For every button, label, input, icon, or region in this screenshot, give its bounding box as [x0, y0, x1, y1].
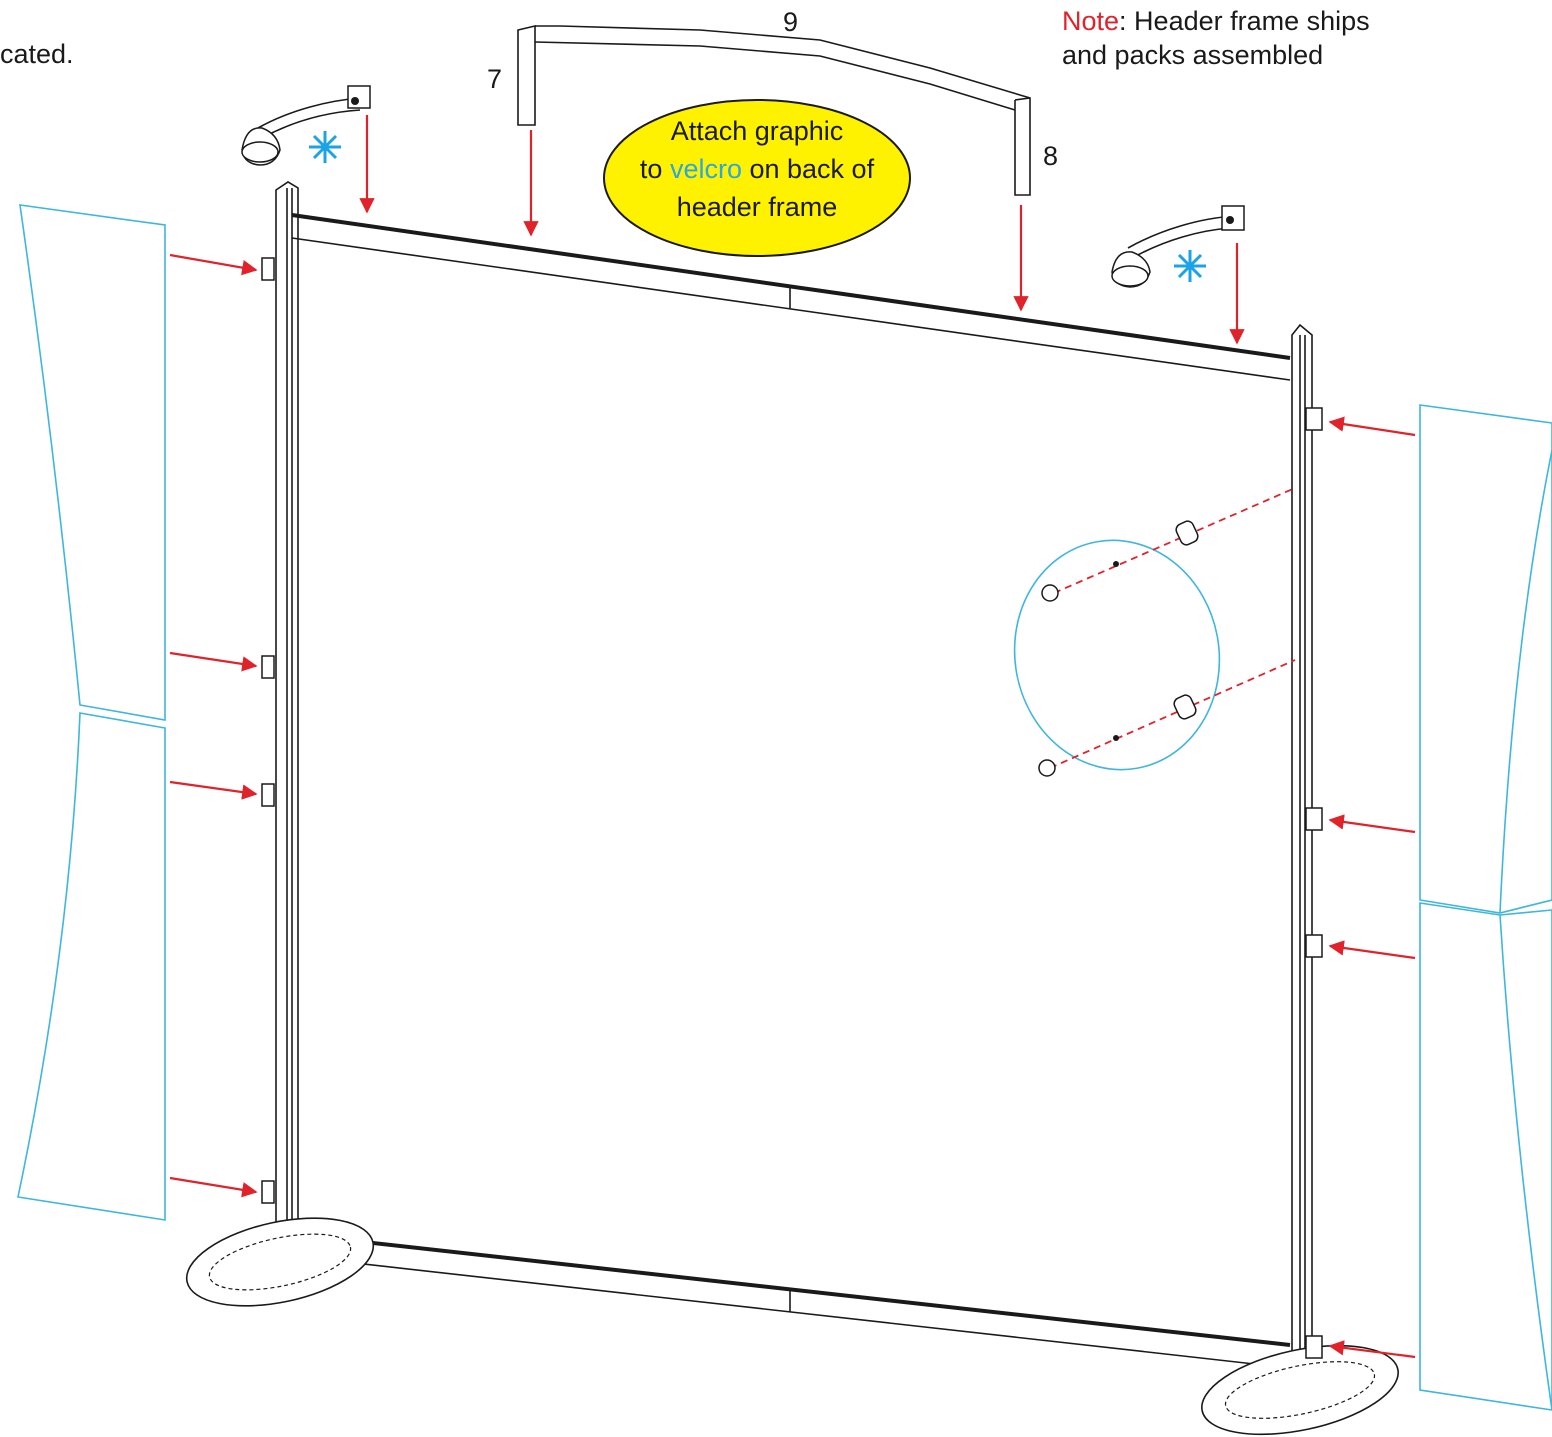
part-label-7: 7 — [487, 64, 502, 94]
note-prefix: Note — [1062, 6, 1119, 36]
asterisk-icon — [1174, 250, 1206, 282]
callout-velcro: Attach graphic to velcro on back of head… — [603, 99, 911, 257]
callout-line-3: header frame — [677, 192, 838, 222]
main-frame — [185, 181, 1399, 1436]
header-frame — [517, 24, 1031, 196]
callout-line-1: Attach graphic — [671, 116, 844, 146]
callout-line-2-post: on back of — [742, 154, 875, 184]
note-line-2: and packs assembled — [1062, 40, 1323, 70]
note-line-1-rest: : Header frame ships — [1119, 6, 1370, 36]
top-left-text-fragment: cated. — [0, 39, 74, 69]
assembly-arrows — [169, 115, 1416, 1359]
note-line-1: Note: Header frame ships — [1062, 6, 1370, 36]
callout-line-2: to velcro on back of — [640, 154, 875, 184]
left-graphic-panels — [17, 204, 166, 1221]
asterisk-icon — [309, 131, 341, 163]
right-graphic-panels — [1419, 404, 1552, 1411]
callout-line-2-pre: to — [640, 154, 670, 184]
round-graphic — [1013, 487, 1296, 777]
arm-light-icon — [1111, 205, 1245, 288]
callout-velcro-word: velcro — [670, 154, 742, 184]
arm-light-icon — [241, 85, 371, 166]
part-label-9: 9 — [783, 7, 798, 37]
part-label-8: 8 — [1043, 141, 1058, 171]
